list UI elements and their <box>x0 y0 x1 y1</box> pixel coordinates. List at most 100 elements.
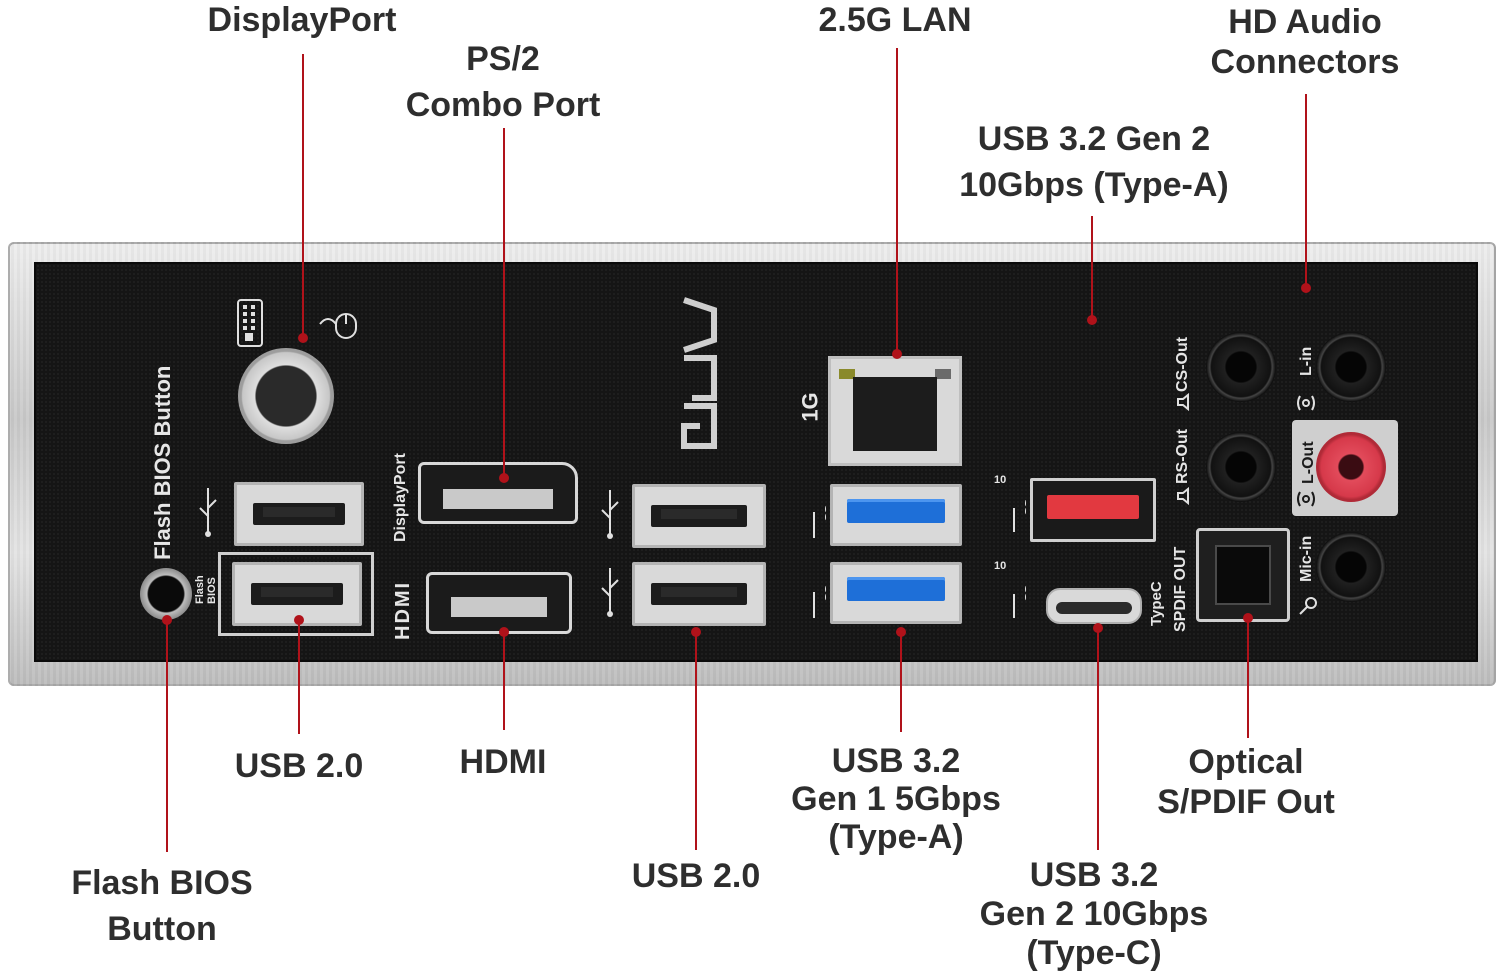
callout-optical-line1: Optical <box>1188 743 1304 781</box>
callout-displayport: DisplayPort <box>208 0 397 40</box>
leader-lan <box>896 48 898 354</box>
callout-usb32-gen2-type-a: USB 3.2 Gen 2 10Gbps (Type-A) <box>959 116 1229 208</box>
dot-hdmi <box>499 627 509 637</box>
microphone-icon <box>1296 594 1318 623</box>
callout-usb32g1-line3: (Type-A) <box>828 818 964 856</box>
svg-text:SS: SS <box>1022 585 1026 602</box>
leader-audio <box>1305 94 1307 288</box>
usb32-gen2-type-c-port[interactable] <box>1046 588 1142 624</box>
keyboard-icon <box>236 298 264 353</box>
dot-flash-bios <box>162 615 172 625</box>
callout-usb20-right: USB 2.0 <box>632 856 761 896</box>
callout-audio-line1: HD Audio <box>1228 3 1382 41</box>
displayport-port[interactable] <box>418 462 578 524</box>
callout-usb32g2a-line2: 10Gbps (Type-A) <box>959 166 1229 204</box>
svg-text:SS: SS <box>822 585 826 602</box>
usb-icon <box>598 488 622 545</box>
dot-usb32-gen2-type-a <box>1087 315 1097 325</box>
leader-ps2 <box>503 128 505 478</box>
callout-usb32g1-line1: USB 3.2 <box>831 742 961 780</box>
ss-icon: SS <box>800 488 836 545</box>
callout-lan-text: 2.5G LAN <box>818 1 972 39</box>
silk-cs-out: CS-Out <box>1174 336 1191 392</box>
lan-port[interactable] <box>828 356 962 466</box>
ss-icon: SS <box>1000 486 1036 539</box>
callout-usb20-right-text: USB 2.0 <box>631 857 761 895</box>
usb20-port-mid-bottom[interactable] <box>632 562 766 626</box>
silk-flash-small-2: BIOS <box>206 577 218 604</box>
callout-usb32g1-line2: Gen 1 5Gbps <box>791 780 1001 818</box>
callout-usb20-left-text: USB 2.0 <box>234 747 364 785</box>
silk-rs-out: RS-Out <box>1174 428 1191 484</box>
callout-flash-line1: Flash BIOS <box>71 864 253 902</box>
dot-ps2 <box>499 473 509 483</box>
leader-usb32-gen2-type-c <box>1097 628 1099 850</box>
callout-usb32g2a-line1: USB 3.2 Gen 2 <box>977 120 1211 158</box>
callout-usb32g2c-line2: Gen 2 10Gbps <box>979 895 1209 933</box>
leader-usb32-gen2-type-a <box>1091 216 1093 320</box>
audio-jack-line-in[interactable] <box>1316 332 1386 402</box>
leader-flash-bios <box>166 620 168 852</box>
ss-icon: SS <box>1000 572 1036 625</box>
usb20-port-mid-top[interactable] <box>632 484 766 548</box>
silk-mic-in: Mic-in <box>1298 535 1315 582</box>
callout-2-5g-lan: 2.5G LAN <box>818 0 971 40</box>
mpg-logo <box>674 296 724 465</box>
callout-usb20-left: USB 2.0 <box>235 746 364 786</box>
usb-icon <box>196 486 220 543</box>
silk-displayport: DisplayPort <box>392 453 409 542</box>
callout-optical-line2: S/PDIF Out <box>1157 783 1335 821</box>
silk-lan-speed: 1G <box>797 392 823 422</box>
dot-usb32-gen2-type-c <box>1093 623 1103 633</box>
callout-hdmi-text: HDMI <box>459 743 547 781</box>
audio-jack-cs-out[interactable] <box>1206 332 1276 402</box>
callout-hdmi: HDMI <box>460 742 547 782</box>
ps2-combo-port[interactable] <box>238 348 334 444</box>
usb32-gen2-type-a-port[interactable] <box>1030 478 1156 542</box>
callout-hd-audio: HD Audio Connectors <box>1211 2 1400 82</box>
leader-displayport <box>302 54 304 338</box>
leader-optical <box>1247 618 1249 738</box>
svg-text:SS: SS <box>1022 499 1026 516</box>
hdmi-port[interactable] <box>426 572 572 634</box>
silk-typec: TypeC <box>1148 581 1165 626</box>
callout-usb32g2c-line1: USB 3.2 <box>1029 856 1159 894</box>
callout-ps2-combo-port: PS/2 Combo Port <box>406 36 601 128</box>
callout-usb32-gen1: USB 3.2 Gen 1 5Gbps (Type-A) <box>791 742 1001 856</box>
callout-optical-spdif: Optical S/PDIF Out <box>1157 742 1335 822</box>
usb-icon <box>598 566 622 623</box>
ss-icon: SS <box>800 568 836 625</box>
silk-ss10-c: 10 <box>994 560 1007 572</box>
silk-spdif-out: SPDIF OUT <box>1172 546 1189 632</box>
leader-usb32-gen1 <box>900 632 902 732</box>
svg-text:SS: SS <box>822 505 826 522</box>
optical-spdif-port[interactable] <box>1196 528 1290 622</box>
audio-jack-line-out[interactable] <box>1316 432 1386 502</box>
leader-hdmi <box>503 632 505 730</box>
leader-usb20-right <box>695 632 697 850</box>
callout-ps2-line2: Combo Port <box>405 86 601 124</box>
silk-flash-small-1: Flash <box>194 575 206 604</box>
audio-jack-mic-in[interactable] <box>1316 532 1386 602</box>
dot-usb20-right <box>691 627 701 637</box>
dot-usb32-gen1 <box>896 627 906 637</box>
silk-ss10-a: 10 <box>994 474 1007 486</box>
usb32-gen1-port-top[interactable] <box>830 484 962 546</box>
silk-flash-bios-button: Flash BIOS Button <box>150 365 175 560</box>
callout-displayport-text: DisplayPort <box>207 1 397 39</box>
audio-jack-rs-out[interactable] <box>1206 432 1276 502</box>
dot-usb20-left <box>294 615 304 625</box>
callout-flash-line2: Button <box>107 910 217 948</box>
leader-usb20-left <box>298 620 300 734</box>
speaker-icon <box>1174 486 1194 511</box>
sound-wave-icon <box>1294 488 1318 515</box>
callout-usb32-gen2-type-c: USB 3.2 Gen 2 10Gbps (Type-C) <box>980 856 1209 973</box>
callout-flash-bios-button: Flash BIOS Button <box>71 860 252 952</box>
dot-lan <box>892 349 902 359</box>
callout-usb32g2c-line3: (Type-C) <box>1026 934 1162 972</box>
flash-bios-button[interactable] <box>140 568 192 620</box>
sound-wave-icon <box>1294 392 1318 419</box>
usb20-flash-port-frame <box>218 552 374 636</box>
usb20-port-left-top[interactable] <box>234 482 364 546</box>
usb32-gen1-port-bottom[interactable] <box>830 562 962 624</box>
